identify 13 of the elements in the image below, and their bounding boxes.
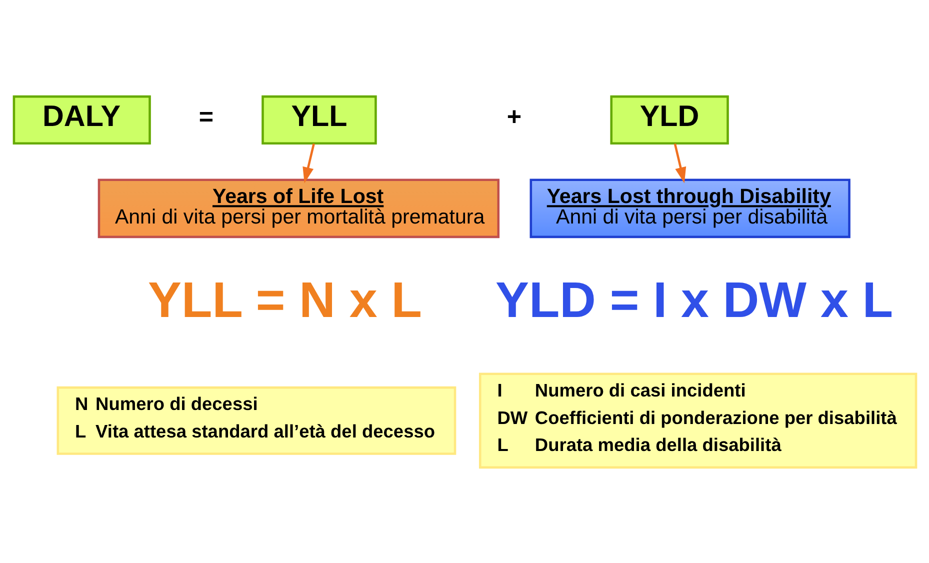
node-box: I Numero di casi incidenti DW Coefficienti di ponderazione per disabilità L Durata media della disabilità	[478, 372, 917, 468]
label: YLL = N x L	[148, 272, 422, 328]
node-box: DALY	[12, 94, 150, 144]
node-box: YLL	[261, 94, 376, 144]
node-box: Years Lost through Disability Anni di vita persi per disabilità	[529, 178, 850, 238]
label: =	[198, 102, 213, 131]
node-box: N Numero di decessi L Vita attesa standard all’età del decesso	[56, 386, 456, 454]
arrow	[673, 142, 686, 183]
label: YLD = I x DW x L	[495, 272, 893, 328]
node-box: YLD	[610, 94, 728, 144]
node-box: Years of Life Lost Anni di vita persi per mortalità prematura	[97, 178, 500, 238]
arrow	[302, 142, 314, 183]
label: +	[506, 102, 522, 131]
